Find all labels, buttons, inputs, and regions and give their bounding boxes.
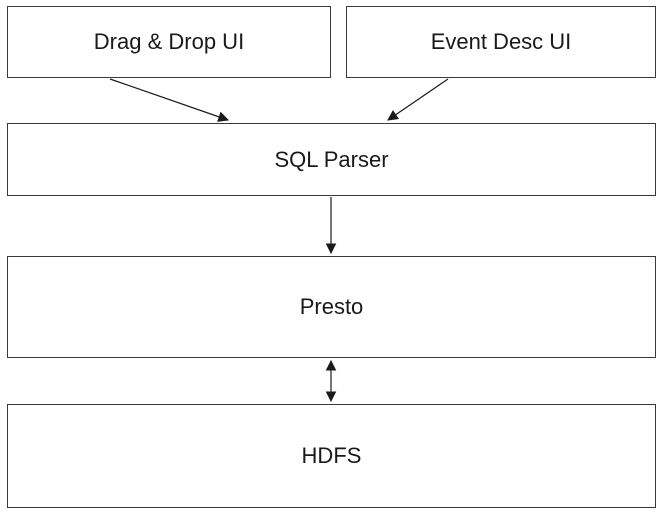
drag-drop-ui-label: Drag & Drop UI <box>93 29 245 54</box>
sql-parser-label: SQL Parser <box>274 146 389 172</box>
event-desc-ui-label: Event Desc UI <box>430 29 572 54</box>
arrow-eventdesc-to-sql <box>387 78 449 121</box>
hdfs-label: HDFS <box>301 443 362 468</box>
sql-parser-box: SQL Parser <box>7 123 656 196</box>
arrow-dragdrop-to-sql <box>109 78 230 122</box>
presto-label: Presto <box>299 294 364 319</box>
drag-drop-ui-box: Drag & Drop UI <box>7 6 331 78</box>
hdfs-box: HDFS <box>7 404 656 508</box>
event-desc-ui-box: Event Desc UI <box>346 6 656 78</box>
presto-box: Presto <box>7 256 656 358</box>
